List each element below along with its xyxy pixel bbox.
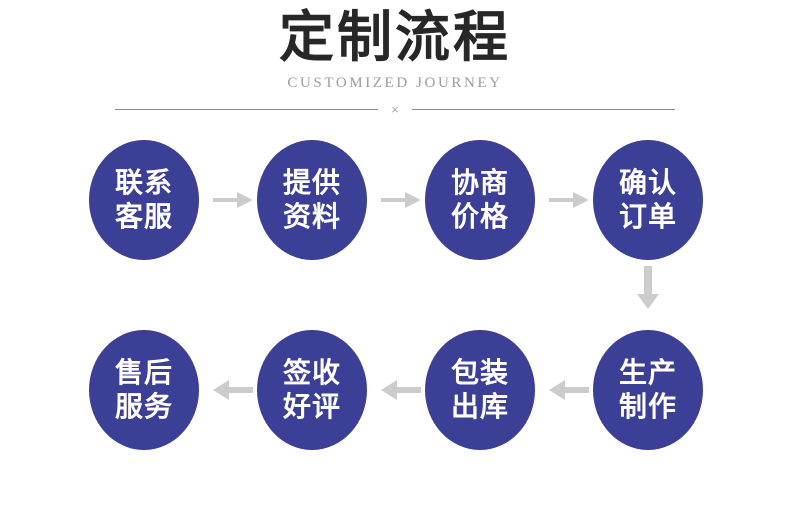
arrow-left-icon-3: [547, 378, 591, 402]
arrow-left-icon-1: [211, 378, 255, 402]
arrow-right-icon-3: [547, 188, 591, 212]
step-node-8[interactable]: 售后 服务: [89, 330, 199, 450]
step-node-3[interactable]: 协商 价格: [425, 140, 535, 260]
arrow-left-icon-2: [379, 378, 423, 402]
step-node-6[interactable]: 包装 出库: [425, 330, 535, 450]
step-label-6: 包装 出库: [450, 357, 509, 422]
divider-rule-right: [412, 108, 675, 110]
step-node-5[interactable]: 生产 制作: [593, 330, 703, 450]
arrow-right-icon-2: [379, 188, 423, 212]
arrow-right-icon-1: [211, 188, 255, 212]
step-node-1[interactable]: 联系 客服: [89, 140, 199, 260]
x-mark-icon: ×: [391, 101, 399, 117]
step-label-8: 售后 服务: [114, 357, 173, 422]
divider-rule-left: [115, 108, 378, 110]
step-node-7[interactable]: 签收 好评: [257, 330, 367, 450]
flow-row-1: 联系 客服 提供 资料 协商 价格 确认 订单: [0, 140, 790, 260]
flow-row-2: 售后 服务 签收 好评 包装 出库 生产 制作: [0, 330, 790, 450]
header: 定制流程 CUSTOMIZED JOURNEY: [0, 0, 790, 93]
divider: ×: [115, 100, 675, 118]
step-node-2[interactable]: 提供 资料: [257, 140, 367, 260]
step-label-2: 提供 资料: [282, 167, 341, 232]
step-label-1: 联系 客服: [114, 167, 173, 232]
step-label-4: 确认 订单: [618, 167, 677, 232]
step-node-4[interactable]: 确认 订单: [593, 140, 703, 260]
step-label-5: 生产 制作: [618, 357, 677, 422]
page-subtitle: CUSTOMIZED JOURNEY: [287, 75, 503, 91]
page-title: 定制流程: [278, 6, 511, 68]
step-label-7: 签收 好评: [282, 357, 341, 422]
arrow-down-icon: [634, 264, 662, 312]
step-label-3: 协商 价格: [450, 167, 509, 232]
